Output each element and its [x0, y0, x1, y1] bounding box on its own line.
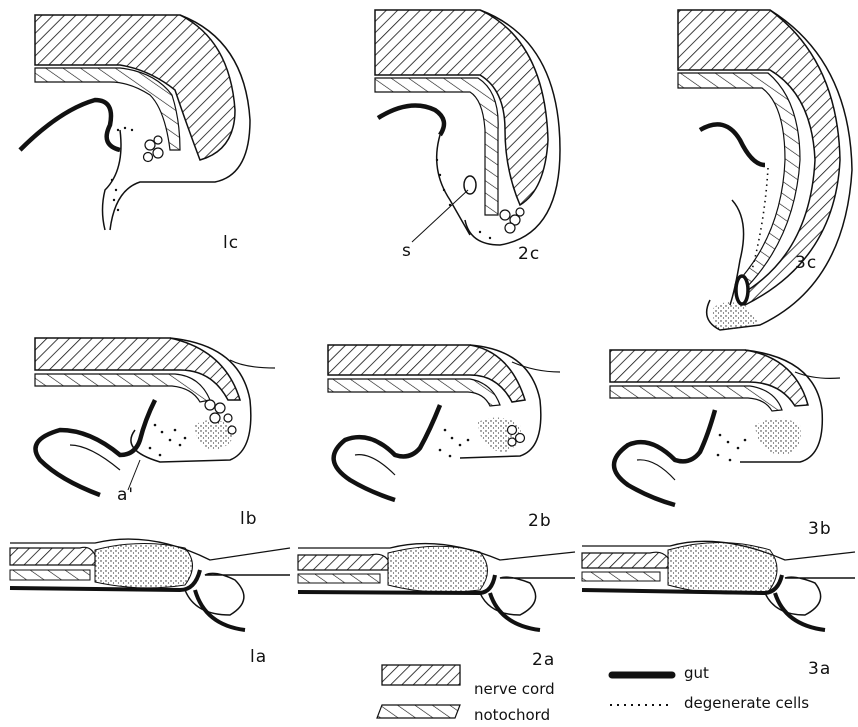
- panel-label-2b: 2b: [528, 511, 552, 531]
- legend-label-notochord: notochord: [474, 706, 550, 724]
- nerve-cord-3a: [582, 552, 668, 568]
- nerve-cord-2b: [328, 345, 525, 402]
- legend-swatch-nerve-cord: [382, 665, 460, 685]
- notochord-2a: [298, 574, 380, 583]
- notochord-1b: [35, 374, 210, 402]
- panel-label-1a: la: [250, 647, 267, 667]
- stipple-2a: [388, 546, 488, 592]
- panel-2c-drawing: [375, 10, 560, 245]
- panel-label-3b: 3b: [808, 519, 832, 539]
- stipple-2b: [478, 418, 521, 452]
- degenerate-cells-1c: [111, 127, 133, 211]
- panel-3b-drawing: [610, 350, 840, 505]
- notochord-3a: [582, 572, 660, 581]
- s-structure-2c: [464, 176, 476, 194]
- epidermis-1b: [230, 360, 275, 368]
- panel-1c-drawing: [20, 15, 250, 230]
- epidermis-3b: [795, 372, 840, 378]
- panel-1b-drawing: [35, 338, 275, 495]
- degenerate-cells-2b: [439, 429, 470, 458]
- cell-cluster-2c: [500, 208, 524, 233]
- panel-label-2a: 2a: [532, 650, 555, 670]
- stipple-3b: [755, 419, 801, 456]
- notochord-1a: [10, 570, 90, 580]
- panel-2b-drawing: [328, 345, 560, 500]
- panel-2a-drawing: [298, 544, 575, 630]
- panel-label-3c: 3c: [795, 253, 817, 273]
- stipple-1b: [195, 420, 233, 450]
- gut-lumen-3c: [736, 276, 748, 304]
- stipple-1a: [95, 543, 193, 587]
- degenerate-cells-2c: [436, 159, 491, 239]
- legend-label-gut: gut: [684, 664, 709, 682]
- panel-1a-drawing: [10, 539, 290, 630]
- gut-1c: [20, 100, 120, 150]
- legend-label-nerve-cord: nerve cord: [474, 680, 555, 698]
- gut-3c: [700, 124, 765, 165]
- notochord-3b: [610, 386, 782, 411]
- legend-label-degenerate-cells: degenerate cells: [684, 694, 809, 712]
- cell-cluster-1c: [144, 136, 164, 162]
- degenerate-cells-1b: [149, 424, 187, 457]
- nerve-cord-2a: [298, 554, 388, 570]
- panel-label-1b: lb: [240, 509, 258, 529]
- nerve-cord-1a: [10, 547, 95, 565]
- panel-label-2c: 2c: [518, 244, 540, 264]
- annotation-s: s: [402, 241, 412, 261]
- gut-inner-3b: [637, 460, 675, 480]
- gut-inner-2b: [355, 455, 395, 475]
- gut-3b: [614, 410, 715, 505]
- notochord-2c: [375, 78, 498, 215]
- panel-3c-drawing: [678, 10, 852, 330]
- gut-1b: [36, 400, 156, 495]
- panel-label-3a: 3a: [808, 659, 831, 679]
- annotation-a-prime: a': [117, 485, 134, 505]
- lower-loop-1a: [185, 573, 290, 615]
- gut-2b: [334, 405, 440, 500]
- gut-curve-2a: [490, 593, 540, 630]
- notochord-2b: [328, 379, 500, 406]
- panel-3a-drawing: [582, 541, 855, 630]
- panel-label-1c: lc: [223, 233, 239, 253]
- gut-curve-3a: [775, 593, 825, 630]
- stipple-mass-3c: [712, 302, 758, 329]
- gut-2c: [378, 106, 444, 136]
- degenerate-cells-3b: [717, 434, 747, 462]
- legend-swatch-notochord: [377, 705, 460, 718]
